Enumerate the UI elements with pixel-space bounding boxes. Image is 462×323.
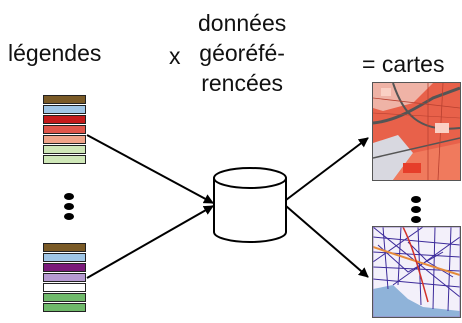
- dot: [411, 216, 421, 223]
- legend-swatch: [43, 155, 86, 164]
- arrow-db-to-map1: [285, 137, 369, 201]
- legend-swatch: [43, 303, 86, 312]
- legend-swatch: [43, 125, 86, 134]
- legend-swatch-group: [43, 243, 86, 313]
- ellipsis-dots-legends: [64, 193, 74, 223]
- legend-swatch: [43, 283, 86, 292]
- legend-swatch: [43, 95, 86, 104]
- georeferenced-data-line-2: géoréfé-: [199, 40, 285, 66]
- legend-swatch: [43, 293, 86, 302]
- maps-label: = cartes: [362, 51, 445, 77]
- arrow-legends2-to-db: [86, 205, 214, 279]
- dot: [411, 196, 421, 203]
- georeferenced-data-line-1: données: [198, 10, 287, 36]
- dot: [411, 206, 421, 213]
- multiply-sign: x: [169, 43, 181, 69]
- georeferenced-data-line-3: rencées: [201, 70, 284, 96]
- dot: [64, 213, 74, 220]
- arrow-legends1-to-db: [86, 134, 214, 204]
- georeferenced-data-label: données géoréfé- rencées: [198, 8, 286, 98]
- dot: [64, 203, 74, 210]
- dot: [64, 193, 74, 200]
- legend-swatch: [43, 145, 86, 154]
- legend-swatch: [43, 115, 86, 124]
- purple-network-map-image: [373, 227, 460, 317]
- database-icon: [213, 167, 287, 243]
- red-urban-map: [372, 82, 461, 181]
- legend-swatch: [43, 105, 86, 114]
- arrow-db-to-map2: [285, 205, 369, 278]
- legend-swatch: [43, 243, 86, 252]
- purple-network-map: [372, 226, 461, 318]
- legends-label: légendes: [8, 40, 102, 66]
- ellipsis-dots-maps: [411, 196, 421, 226]
- legend-swatch: [43, 253, 86, 262]
- legend-swatch: [43, 135, 86, 144]
- legend-swatch: [43, 263, 86, 272]
- legend-swatch-group: [43, 95, 86, 165]
- legend-swatch: [43, 273, 86, 282]
- red-urban-map-image: [373, 83, 460, 180]
